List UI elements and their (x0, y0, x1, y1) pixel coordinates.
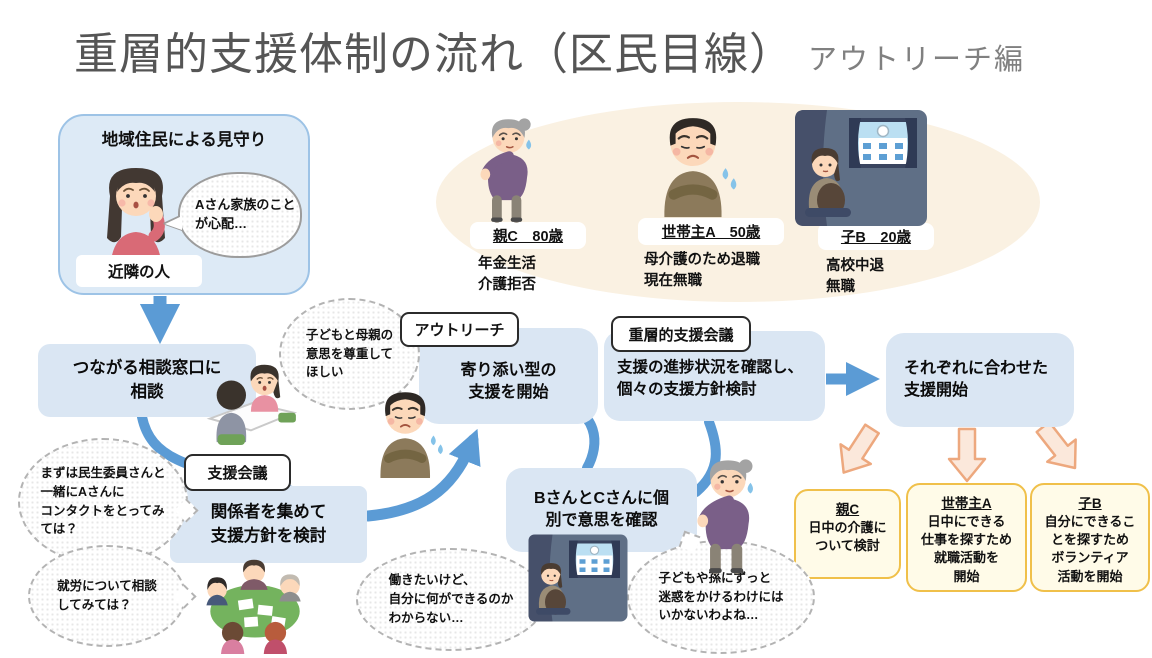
child-b-name-label: 子B 20歳 (818, 223, 934, 250)
title-suffix-text: アウトリーチ編 (808, 44, 1026, 76)
gather-stakeholders-box: 関係者を集めて 支援方針を検討 (170, 486, 367, 563)
tailored-support-start-box: それぞれに合わせた 支援開始 (886, 333, 1074, 427)
child-b-illustration (793, 108, 929, 228)
outcome-householder-a-box: 世帯主A 日中にできる 仕事を探すため 就職活動を 開始 (906, 483, 1027, 592)
householder-a-illustration (646, 110, 744, 218)
parent-c-illustration (460, 113, 564, 225)
householder-a-description: 母介護のため退職 現在無職 (644, 252, 760, 290)
work-consult-bubble: 就労について相談 してみては？ (28, 545, 186, 647)
watch-box-heading: 地域住民による見守り (101, 131, 267, 149)
parent-c-name-label: 親C 80歳 (470, 222, 586, 249)
outcome-child-b-name: 子B (1078, 496, 1102, 511)
page-title: 重層的支援体制の流れ（区民目線） アウトリーチ編 (74, 18, 1025, 82)
respect-wishes-bubble: 子どもと母親の 意思を尊重して ほしい (279, 298, 420, 410)
family-background-ellipse (436, 102, 1040, 302)
outcome-child-b-desc: 自分にできるこ とを探すため ボランティア 活動を開始 (1044, 514, 1136, 584)
neighbor-speech-bubble: Aさん家族のこと が心配… (165, 172, 302, 258)
arrow-start-to-parent (839, 423, 880, 474)
outcome-parent-c-box: 親C 日中の介護に ついて検討 (794, 489, 901, 579)
worried-man-illustration (360, 386, 454, 478)
householder-a-name-label: 世帯主A 50歳 (638, 218, 784, 245)
neighbor-bubble-text: Aさん家族のこと が心配… (195, 197, 296, 231)
parent-c-description: 年金生活 介護拒否 (478, 256, 536, 294)
support-meeting-label: 支援会議 (184, 454, 291, 491)
consultation-illustration (194, 356, 298, 446)
outcome-parent-c-name: 親C (835, 502, 860, 517)
speech-bubble-tail (165, 216, 182, 230)
want-to-work-bubble: 働きたいけど、 自分に何ができるのか わからない… (356, 548, 546, 651)
neighbor-label: 近隣の人 (76, 255, 202, 287)
title-main-text: 重層的支援体制の流れ（区民目線） (74, 30, 794, 79)
outreach-label: アウトリーチ (400, 312, 519, 347)
outcome-householder-a-desc: 日中にできる 仕事を探すため 就職活動を 開始 (920, 514, 1012, 584)
outcome-parent-c-desc: 日中の介護に ついて検討 (808, 520, 887, 554)
hikikomori-room-illustration (527, 522, 629, 634)
elderly-woman-illustration (692, 452, 772, 578)
consult-window-box: つながる相談窓口に 相談 (38, 344, 256, 417)
outcome-householder-a-name: 世帯主A (941, 496, 992, 511)
meeting-illustration (195, 551, 315, 654)
outcome-child-b-box: 子B 自分にできるこ とを探すため ボランティア 活動を開始 (1030, 483, 1150, 592)
child-b-description: 高校中退 無職 (826, 258, 884, 296)
burden-worry-bubble: 子どもや孫にずっと 迷惑をかけるわけには いかないわよね… (627, 540, 815, 654)
community-watch-box: 地域住民による見守り Aさん家族のこと が心配… 近隣の人 (58, 114, 310, 295)
layered-support-meeting-label: 重層的支援会議 (611, 316, 751, 352)
arrow-start-to-householder (947, 427, 987, 483)
